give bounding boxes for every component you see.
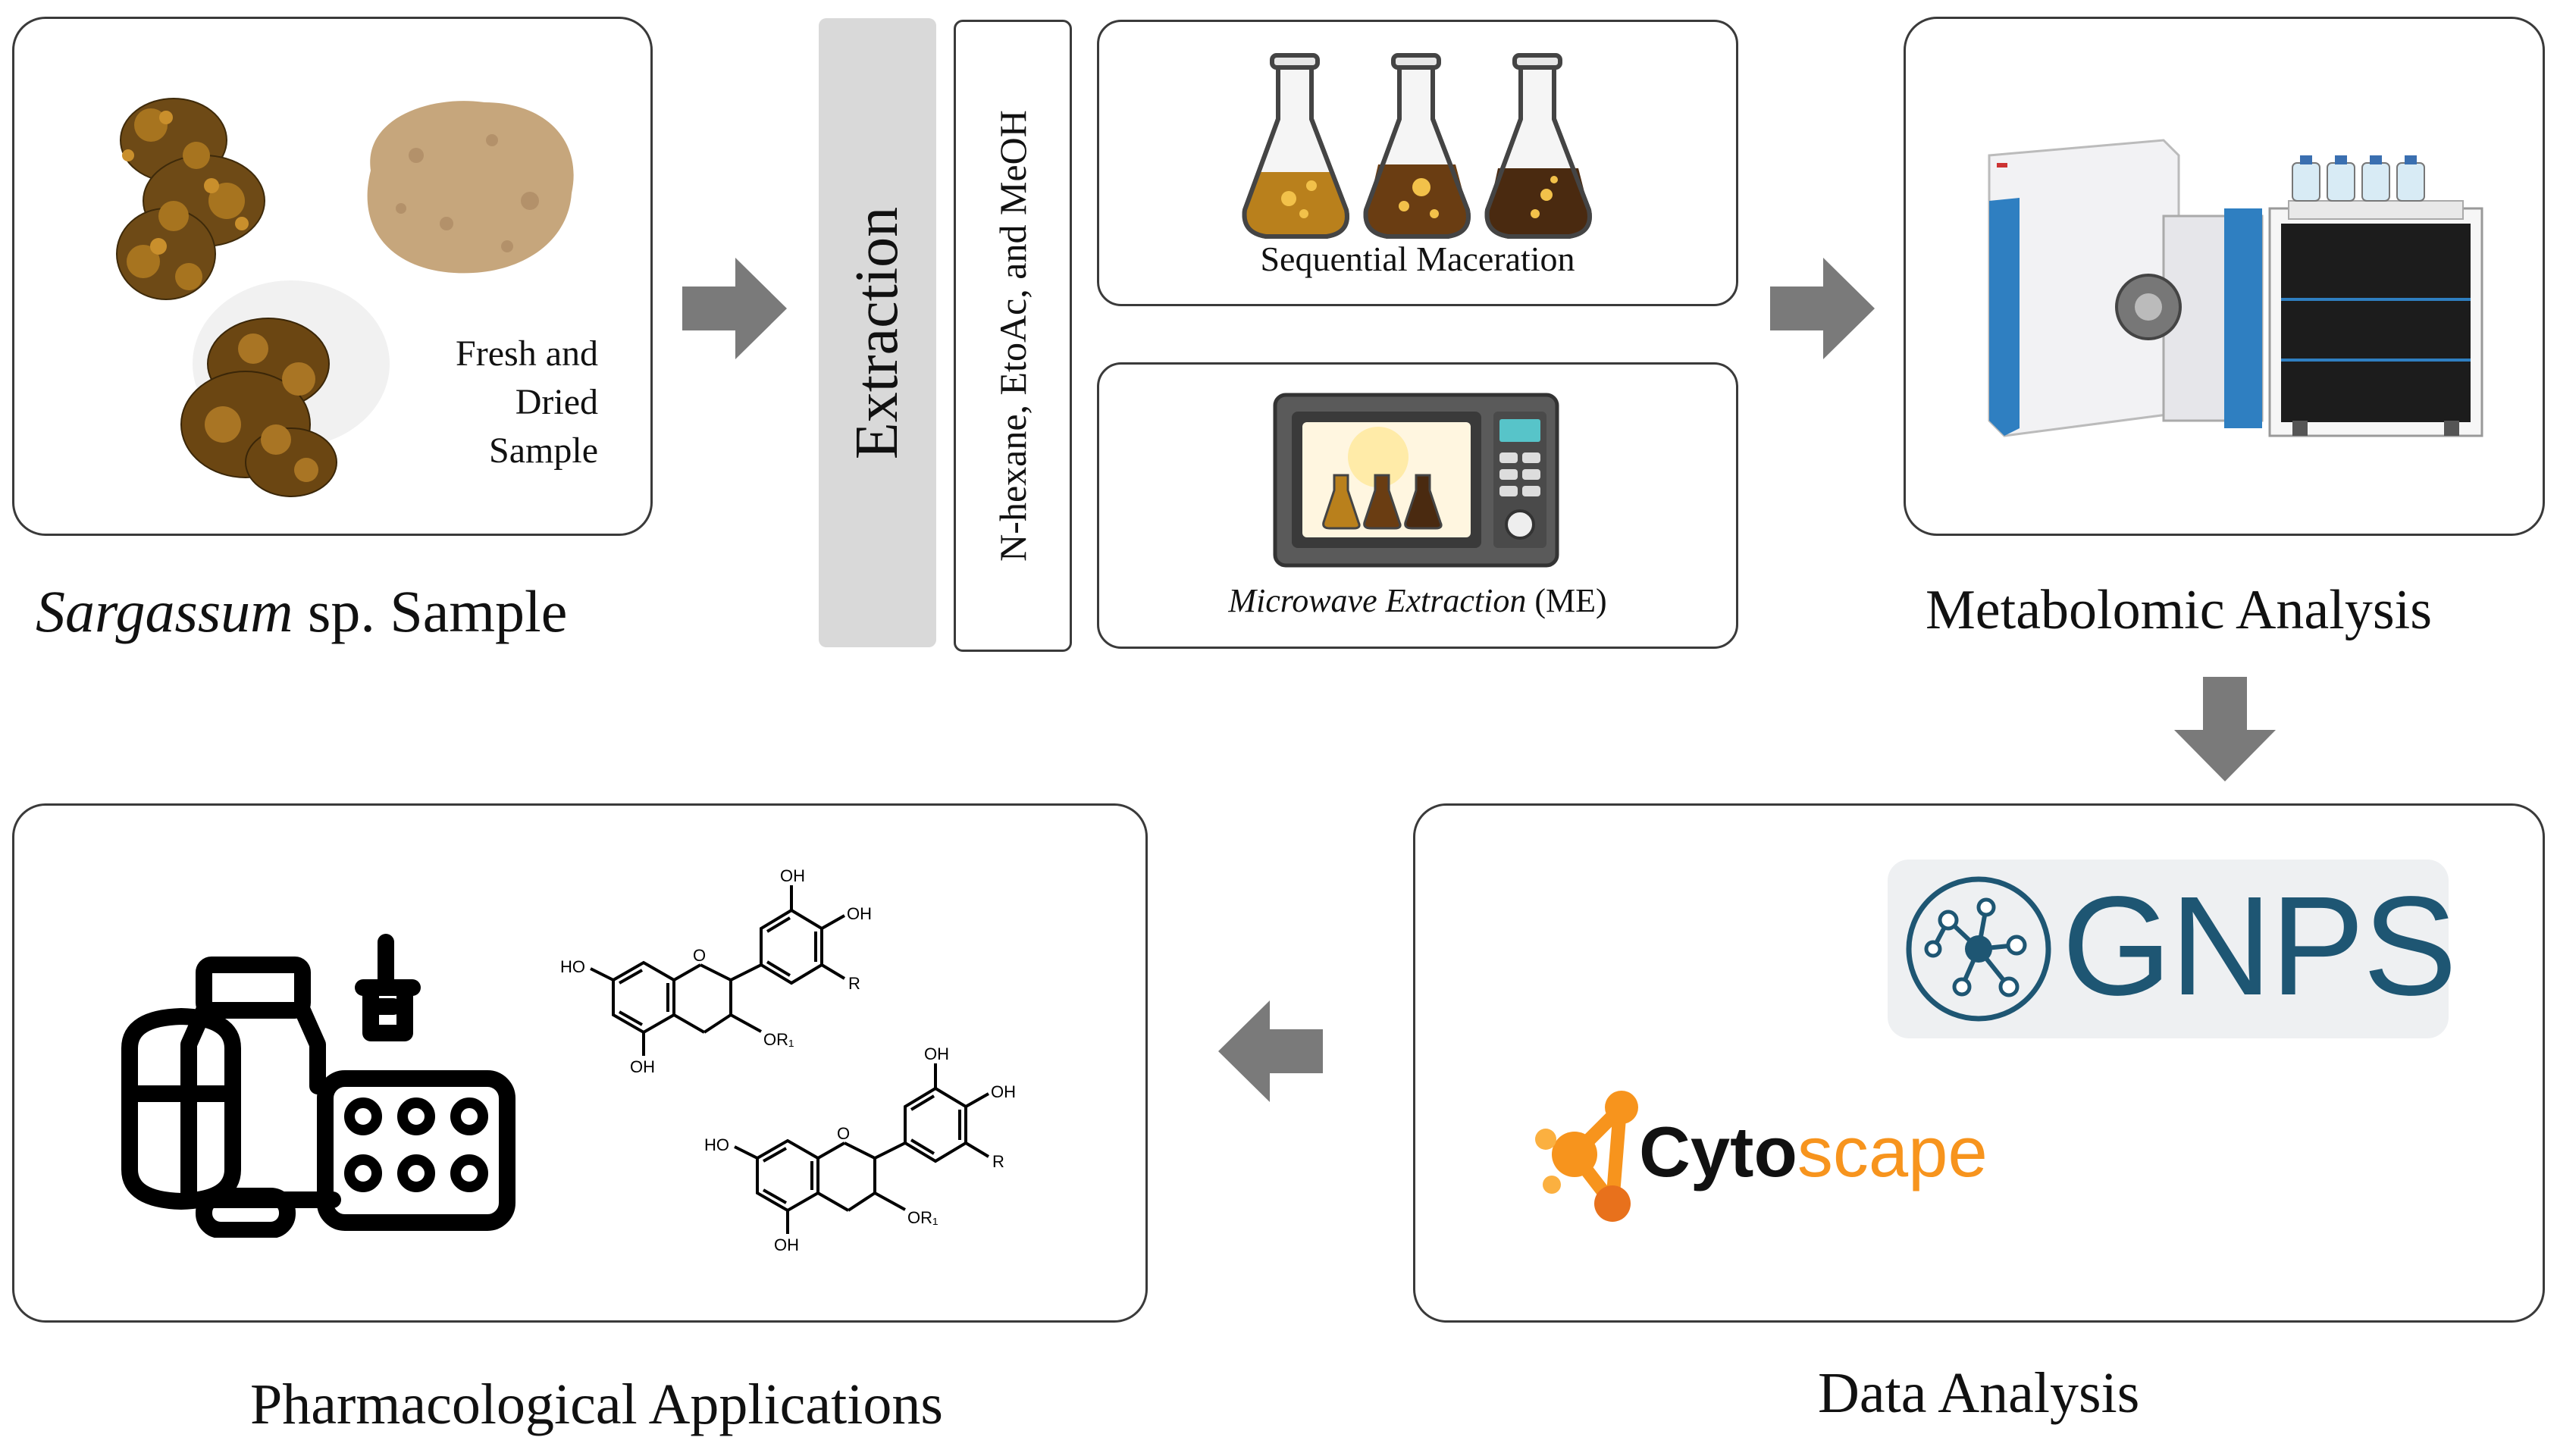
chem-label-or1-2: OR₁ [907,1208,938,1227]
chem-label-o-2: O [837,1124,850,1143]
gnps-network-icon [1906,876,2051,1022]
arrow-left [1218,1000,1323,1102]
cytoscape-network-icon [1535,1091,1638,1222]
chem-label-oh-1c: OH [847,904,872,923]
sample-panel: Fresh and Dried Sample [12,17,653,536]
cytoscape-cyto: Cyto [1639,1112,1797,1191]
data-analysis-caption: Data Analysis [1818,1361,2140,1425]
chem-label-oh-1b: OH [780,866,805,885]
cytoscape-scape: scape [1797,1112,1988,1191]
chem-label-r-2: R [992,1152,1004,1171]
pharma-caption: Pharmacological Applications [250,1373,943,1436]
chem-label-ho-2: HO [704,1135,729,1154]
chem-label-o-1: O [693,946,706,965]
extraction-title: Extraction [844,206,911,459]
chem-label-oh-2a: OH [774,1235,799,1254]
chem-label-oh-2b: OH [924,1044,949,1063]
pharma-panel: O HO OH OR₁ OH OH R O HO OH [12,803,1148,1323]
sample-caption: Sargassum sp. Sample [36,582,567,641]
microwave-icon [1273,393,1559,568]
chem-label-oh-1a: OH [630,1057,655,1076]
sample-caption-italic: Sargassum [36,578,293,644]
chem-label-ho-1: HO [560,957,585,976]
flasks-icon [1242,53,1592,239]
chem-label-r-1: R [848,974,860,993]
microwave-panel: Microwave Extraction (ME) [1097,362,1738,649]
gnps-wordmark: GNPS [2062,868,2457,1025]
gnps-logo: GNPS [1888,860,2457,1038]
solvents-label: N-hexane, EtoAc, and MeOH [992,110,1035,562]
sample-caption-rest: sp. Sample [293,578,568,644]
catechin-structure-2: O HO OH OR₁ OH OH R [704,1044,1016,1254]
catechin-structure-1: O HO OH OR₁ OH OH R [560,866,872,1076]
lc-ms-instrument-image [1988,139,2483,437]
cytoscape-logo: Cytoscape [1529,1079,1999,1230]
seaweed-fresh-image [116,98,265,300]
maceration-panel: Sequential Maceration [1097,20,1738,306]
arrow-down [2174,677,2276,781]
fresh-dried-line-1: Fresh and [456,333,598,374]
arrow-right-1 [682,258,787,359]
metabolomic-caption: Metabolomic Analysis [1926,579,2432,641]
arrow-right-2 [1770,258,1875,359]
fresh-dried-line-2: Dried [515,382,598,422]
microwave-label-rest: (ME) [1526,582,1607,619]
cytoscape-wordmark: Cytoscape [1639,1116,1988,1188]
fresh-dried-label: Fresh and Dried Sample [393,330,598,475]
microwave-label: Microwave Extraction (ME) [1099,581,1736,620]
data-analysis-panel: GNPS Cytoscape [1413,803,2545,1323]
extraction-box: Extraction [819,18,936,647]
chem-label-or1-1: OR₁ [763,1030,794,1049]
maceration-label: Sequential Maceration [1260,240,1575,278]
medicine-icon [121,934,515,1238]
metabolomic-panel [1904,17,2545,536]
solvents-box: N-hexane, EtoAc, and MeOH [954,20,1072,652]
chem-label-oh-2c: OH [991,1082,1016,1101]
microwave-label-italic: Microwave Extraction [1228,582,1527,619]
seaweed-sample-image [180,280,390,497]
dried-powder-image [367,101,574,274]
fresh-dried-line-3: Sample [489,431,598,471]
